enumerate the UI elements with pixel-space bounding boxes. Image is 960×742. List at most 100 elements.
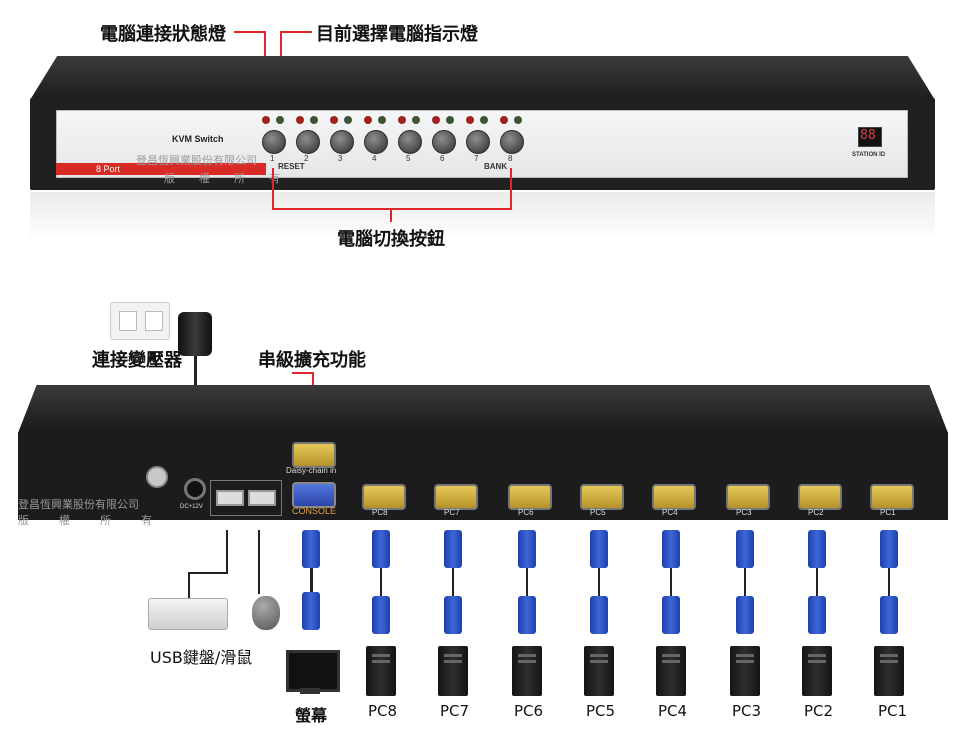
pc-select-button-7[interactable] — [466, 130, 490, 154]
power-adapter-icon — [178, 312, 212, 356]
pc-cable-bottom — [662, 596, 680, 634]
pc-cable-wire — [670, 568, 672, 596]
pc-label: PC7 — [440, 702, 470, 720]
pc-port-4[interactable] — [652, 484, 696, 510]
pc-select-button-6[interactable] — [432, 130, 456, 154]
station-id-label: STATION ID — [852, 152, 886, 158]
pc-cable-top — [444, 530, 462, 568]
dc-jack — [184, 478, 206, 500]
pc-port-2[interactable] — [798, 484, 842, 510]
reset-label: RESET — [278, 162, 305, 171]
pc-cable-wire — [744, 568, 746, 596]
pc-port-label: PC8 — [372, 508, 388, 517]
pc-label: PC1 — [878, 702, 908, 720]
daisy-leader-h — [292, 372, 314, 374]
pc-cable-wire — [526, 568, 528, 596]
pc-tower-icon — [438, 646, 468, 696]
pc-tower-icon — [366, 646, 396, 696]
pc-select-button-5[interactable] — [398, 130, 422, 154]
status-led-6 — [432, 116, 440, 124]
pc-port-label: PC5 — [590, 508, 606, 517]
status-led-leader-h — [234, 31, 266, 33]
pc-label: PC6 — [514, 702, 544, 720]
button-number: 4 — [372, 154, 377, 163]
pc-port-8[interactable] — [362, 484, 406, 510]
outlet-socket — [145, 311, 163, 331]
pc-select-button-1[interactable] — [262, 130, 286, 154]
console-cable-top — [302, 530, 320, 568]
status-led-7 — [466, 116, 474, 124]
pc-port-1[interactable] — [870, 484, 914, 510]
bank-label: BANK — [484, 162, 508, 171]
pc-cable-wire — [598, 568, 600, 596]
watermark-rights-back: 版權所有 — [18, 512, 182, 528]
console-cable-bottom — [302, 592, 320, 630]
selected-led-4 — [378, 116, 386, 124]
pc-tower-icon — [730, 646, 760, 696]
pc-port-7[interactable] — [434, 484, 478, 510]
pc-tower-icon — [656, 646, 686, 696]
pc-cable-bottom — [372, 596, 390, 634]
watermark-rights-front: 版權所有 — [164, 170, 304, 186]
status-led-2 — [296, 116, 304, 124]
pc-cable-wire — [380, 568, 382, 596]
pc-port-label: PC7 — [444, 508, 460, 517]
monitor-label: 螢幕 — [295, 706, 328, 725]
pc-port-label: PC3 — [736, 508, 752, 517]
pc-label: PC8 — [368, 702, 398, 720]
watermark-char: 有 — [269, 172, 304, 185]
port-strip-label: 8 Port — [96, 164, 121, 174]
mouse-cable — [258, 530, 260, 594]
back-unit-face — [18, 432, 948, 520]
usb-port-1[interactable] — [216, 490, 244, 506]
watermark-company-back: 登昌恆興業股份有限公司 — [18, 498, 139, 511]
switch-bracket-stem — [390, 208, 392, 222]
status-led-1 — [262, 116, 270, 124]
pc-select-button-4[interactable] — [364, 130, 388, 154]
console-port[interactable] — [292, 482, 336, 508]
pc-cable-top — [372, 530, 390, 568]
pc-port-6[interactable] — [508, 484, 552, 510]
pc-cable-bottom — [590, 596, 608, 634]
selected-led-8 — [514, 116, 522, 124]
pc-port-5[interactable] — [580, 484, 624, 510]
button-number: 7 — [474, 154, 479, 163]
pc-port-3[interactable] — [726, 484, 770, 510]
selected-led-callout: 目前選擇電腦指示燈 — [316, 24, 478, 45]
pc-cable-bottom — [518, 596, 536, 634]
pc-label: PC3 — [732, 702, 762, 720]
pc-tower-icon — [512, 646, 542, 696]
unit-reflection — [30, 192, 935, 242]
pc-label: PC2 — [804, 702, 834, 720]
back-unit-top — [18, 385, 948, 433]
station-id-display — [858, 127, 882, 147]
usb-peripherals-label: USB鍵盤/滑鼠 — [150, 648, 253, 667]
console-cable-wire — [310, 568, 313, 592]
watermark-company-front: 登昌恆興業股份有限公司 — [136, 154, 257, 167]
usb-port-2[interactable] — [248, 490, 276, 506]
outlet-socket — [119, 311, 137, 331]
pc-select-button-8[interactable] — [500, 130, 524, 154]
pc-cable-top — [880, 530, 898, 568]
button-number: 5 — [406, 154, 411, 163]
pc-tower-icon — [584, 646, 614, 696]
button-number: 1 — [270, 154, 275, 163]
status-led-3 — [330, 116, 338, 124]
console-label: CONSOLE — [292, 506, 337, 516]
pc-select-button-2[interactable] — [296, 130, 320, 154]
switch-bracket-bottom — [272, 208, 512, 210]
switch-button-callout: 電腦切換按鈕 — [337, 229, 445, 250]
button-number: 2 — [304, 154, 309, 163]
pc-cable-bottom — [880, 596, 898, 634]
brand-label: KVM Switch — [172, 134, 224, 144]
station-id-digit: 88 — [860, 128, 876, 143]
front-unit-top — [30, 56, 935, 100]
pc-cable-wire — [452, 568, 454, 596]
button-number: 3 — [338, 154, 343, 163]
daisy-chain-port[interactable] — [292, 442, 336, 468]
pc-cable-wire — [816, 568, 818, 596]
button-number: 8 — [508, 154, 513, 163]
pc-cable-top — [808, 530, 826, 568]
mouse-icon — [252, 596, 280, 630]
pc-select-button-3[interactable] — [330, 130, 354, 154]
